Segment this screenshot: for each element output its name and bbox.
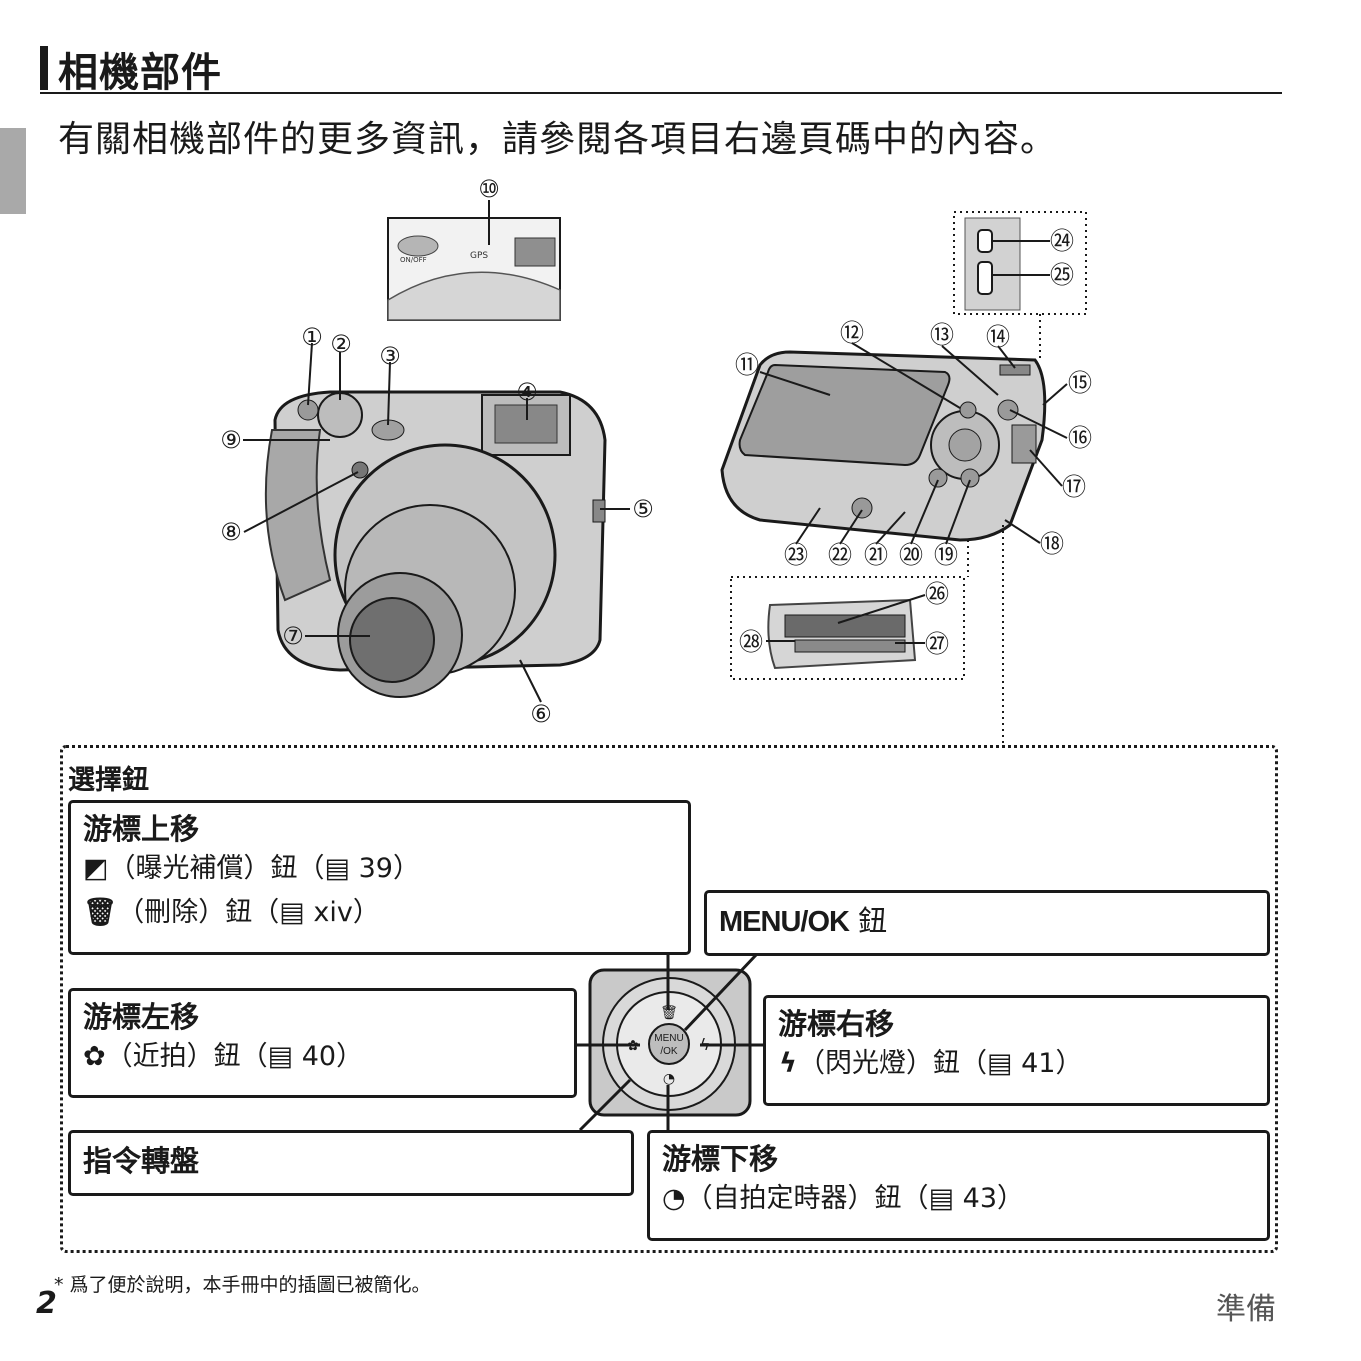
menu-ok-label: MENU/OK	[719, 906, 850, 938]
book-icon: ▤	[928, 1183, 955, 1214]
title-rule	[40, 92, 1282, 94]
title-marker-bar	[40, 46, 48, 90]
selector-up-heading: 游標上移	[83, 812, 200, 846]
selector-down-line-ref: 43）	[954, 1183, 1025, 1214]
book-icon: ▤	[987, 1048, 1013, 1079]
callout-2: ②	[330, 330, 352, 358]
selector-down-box: 游標下移 ◔（自拍定時器）鈕（▤ 43）	[647, 1130, 1270, 1241]
callout-25: ㉕	[1050, 261, 1074, 289]
selector-right-line-text: （閃光燈）鈕（	[798, 1048, 987, 1079]
selector-down-heading: 游標下移	[662, 1142, 779, 1176]
section-side-tab	[0, 128, 26, 214]
callout-22: ㉒	[828, 541, 852, 569]
battery-inset	[730, 525, 1004, 745]
selector-right-heading: 游標右移	[778, 1007, 895, 1041]
callout-17: ⑰	[1062, 473, 1086, 501]
camera-illustrations: ON/OFF GPS	[220, 175, 1092, 745]
book-icon: ▤	[324, 853, 351, 884]
port-inset	[953, 211, 1087, 362]
self-timer-icon: ◔	[662, 1183, 686, 1214]
footnote: * 爲了便於說明，本手冊中的插圖已被簡化。	[54, 1274, 431, 1296]
flash-icon: ϟ	[779, 1048, 797, 1079]
callout-12: ⑫	[840, 319, 864, 347]
callout-1: ①	[301, 323, 323, 351]
callout-9: ⑨	[220, 426, 242, 454]
svg-text:◔: ◔	[663, 1071, 675, 1087]
callout-18: ⑱	[1040, 530, 1064, 558]
selector-section-title: 選擇鈕	[68, 765, 149, 796]
selector-up-box: 游標上移 ◩（曝光補償）鈕（▤ 39） 🗑（刪除）鈕（▤ xiv）	[68, 800, 691, 955]
callout-23: ㉓	[784, 541, 808, 569]
callout-15: ⑮	[1068, 369, 1092, 397]
callout-13: ⑬	[930, 321, 954, 349]
callout-27: ㉗	[925, 630, 949, 658]
section-label: 準備	[1216, 1292, 1276, 1327]
selector-right-line-ref: 41）	[1012, 1048, 1083, 1079]
svg-text:🗑: 🗑	[660, 1005, 678, 1021]
selector-up-line1-text: （曝光補償）鈕（	[108, 853, 325, 884]
callout-16: ⑯	[1068, 424, 1092, 452]
callout-11: ⑪	[735, 351, 759, 379]
page-number: 2	[36, 1286, 57, 1321]
selector-dial-heading: 指令轉盤	[83, 1144, 200, 1178]
selector-up-line2-ref: xiv）	[304, 897, 380, 928]
callout-14: ⑭	[986, 323, 1010, 351]
selector-left-heading: 游標左移	[83, 1000, 200, 1034]
selector-up-line1-ref: 39）	[350, 853, 420, 884]
callout-8: ⑧	[220, 518, 242, 546]
callout-4: ④	[516, 378, 538, 406]
intro-text: 有關相機部件的更多資訊，請參閱各項目右邊頁碼中的內容。	[58, 119, 1058, 160]
inset-onoff-print: ON/OFF	[400, 256, 427, 264]
back-leader-lines	[759, 342, 1068, 545]
top-detail-inset: ON/OFF GPS	[387, 217, 561, 321]
exposure-compensation-icon: ◩	[83, 853, 109, 884]
callout-26: ㉖	[925, 580, 949, 608]
callout-3: ③	[379, 342, 401, 370]
front-leader-lines	[243, 200, 630, 703]
callout-20: ⑳	[899, 541, 923, 569]
callout-6: ⑥	[530, 700, 552, 728]
selector-up-line2-text: （刪除）鈕（	[117, 897, 280, 928]
selector-section-frame	[60, 745, 1278, 1253]
book-icon: ▤	[279, 897, 305, 928]
book-icon: ▤	[267, 1041, 294, 1072]
callout-5: ⑤	[632, 495, 654, 523]
selector-left-line-ref: 40）	[293, 1041, 364, 1072]
macro-flower-icon: ✿	[83, 1041, 106, 1072]
svg-text:/OK: /OK	[660, 1046, 678, 1057]
callout-28: ㉘	[739, 628, 763, 656]
selector-dial-box: 指令轉盤	[68, 1130, 634, 1196]
selector-left-line-text: （近拍）鈕（	[105, 1041, 268, 1072]
front-camera-drawing	[264, 390, 607, 698]
svg-text:MENU: MENU	[654, 1033, 683, 1044]
selector-menu-ok-box: MENU/OK 鈕	[704, 890, 1270, 956]
selector-right-box: 游標右移 ϟ（閃光燈）鈕（▤ 41）	[763, 995, 1270, 1106]
page-title: 相機部件	[58, 50, 222, 96]
callout-24: ㉔	[1050, 227, 1074, 255]
back-camera-drawing	[720, 350, 1047, 542]
callout-10: ⑩	[478, 175, 500, 203]
trash-icon: 🗑	[83, 897, 118, 928]
inset-gps-print: GPS	[470, 251, 488, 261]
callout-21: ㉑	[864, 541, 888, 569]
selector-left-box: 游標左移 ✿（近拍）鈕（▤ 40）	[68, 988, 577, 1098]
menu-ok-suffix: 鈕	[848, 904, 888, 938]
callout-19: ⑲	[934, 541, 958, 569]
selector-down-line-text: （自拍定時器）鈕（	[685, 1183, 929, 1214]
callout-7: ⑦	[282, 622, 304, 650]
